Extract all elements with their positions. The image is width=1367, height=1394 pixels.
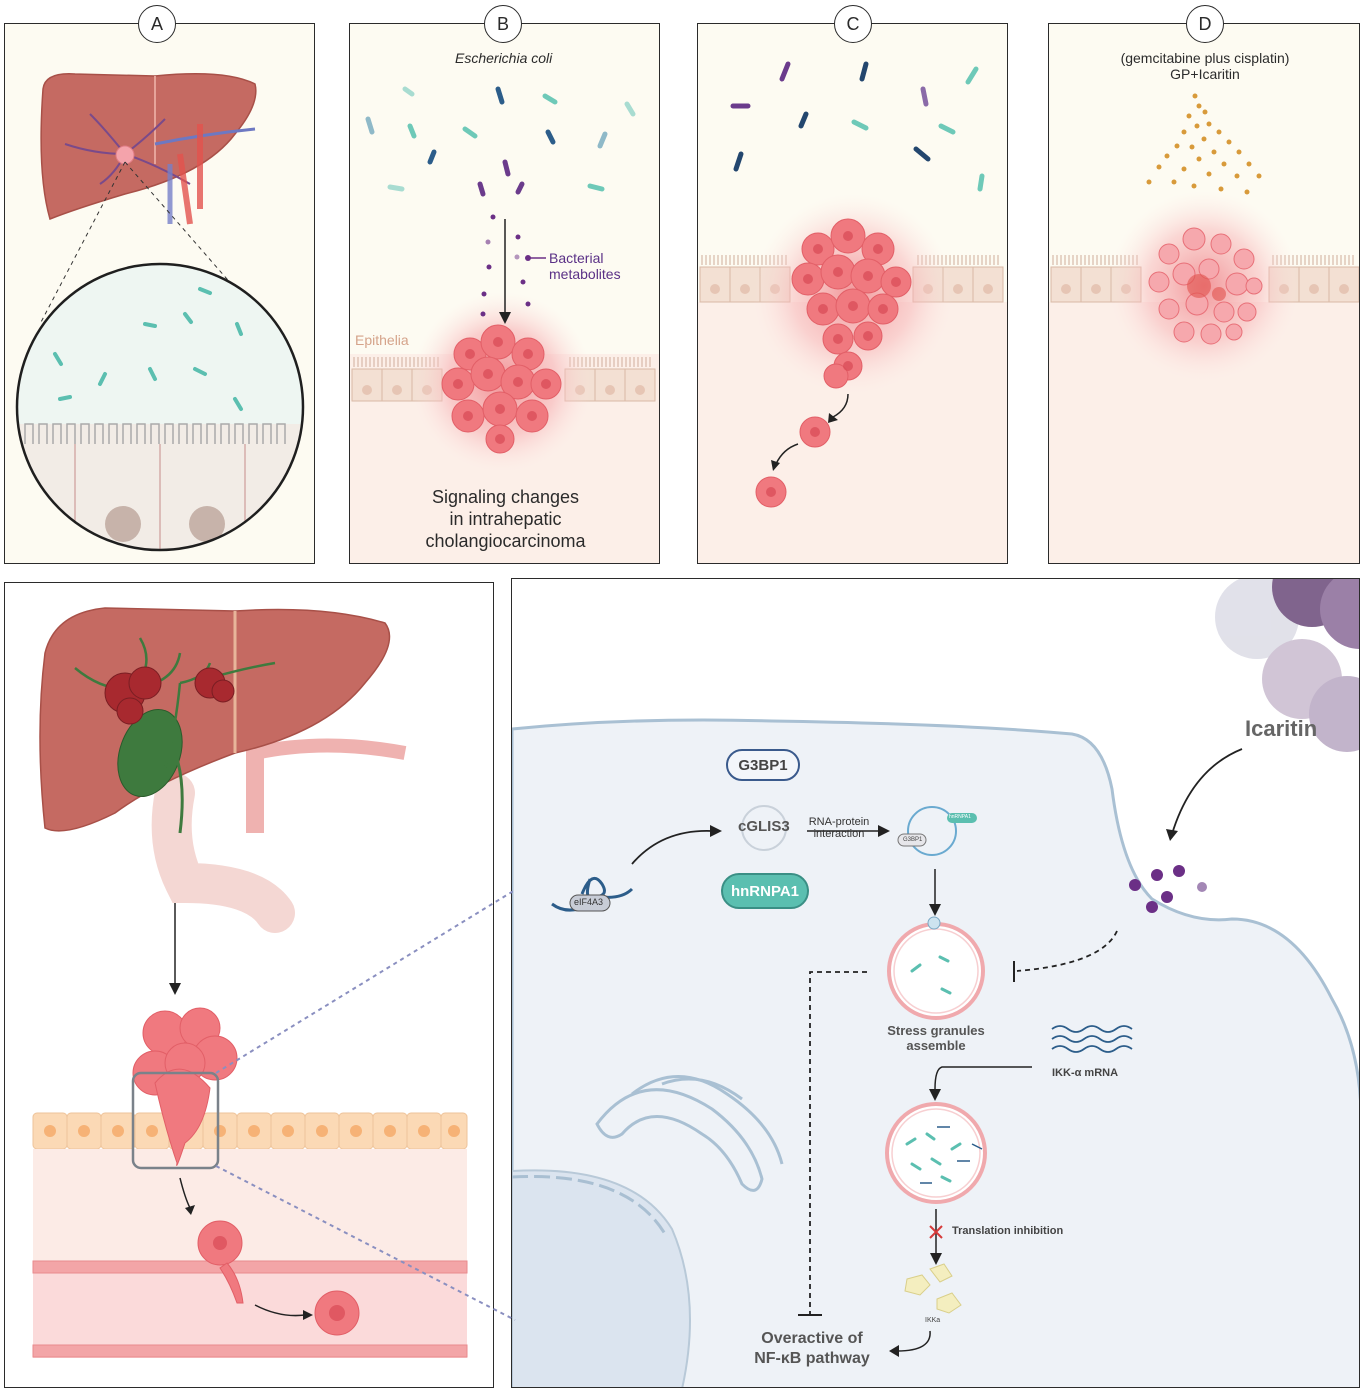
stress-granule — [887, 922, 985, 1020]
metabolites-label: Bacterial metabolites — [549, 250, 621, 282]
panel-liver-metastasis — [4, 582, 494, 1388]
metabolites-line-1: Bacterial — [549, 250, 604, 266]
cglis3-label: cGLIS3 — [738, 818, 790, 835]
ikka-protein-icon — [904, 1263, 962, 1314]
icaritin-label: Icaritin — [1245, 716, 1318, 741]
ikka-label: IKKa — [925, 1317, 941, 1324]
eif4a3-label: eIF4A3 — [574, 897, 604, 907]
nfkb-line-1: Overactive of — [761, 1330, 863, 1347]
liver-icon — [39, 607, 391, 832]
mechanism-illustration — [512, 579, 1359, 1387]
rna-protein-label: RNA-protein interaction — [804, 816, 874, 840]
g3bp1-small-label: G3BP1 — [903, 837, 923, 843]
caption-line-2: in intrahepatic — [449, 509, 562, 529]
panel-mechanism: Icaritin G3BP1 cGLIS3 RNA-protein intera… — [511, 578, 1360, 1388]
panel-c-illustration — [698, 61, 1007, 563]
panel-a-illustration — [15, 73, 305, 552]
panel-c-badge: C — [834, 5, 872, 43]
panel-b-badge: B — [484, 5, 522, 43]
panel-d-illustration — [1049, 93, 1359, 563]
panel-d-badge: D — [1186, 5, 1224, 43]
panel-a-badge: A — [138, 5, 176, 43]
drug-label: (gemcitabine plus cisplatin) GP+Icaritin — [1049, 50, 1359, 82]
nfkb-label: Overactive of NF-κB pathway — [740, 1329, 884, 1369]
zoom-box — [131, 1071, 220, 1170]
stress-granules-line-1: Stress granules — [887, 1023, 985, 1038]
rna-protein-line-1: RNA-protein — [808, 816, 870, 828]
stress-granules-line-2: assemble — [906, 1038, 966, 1053]
nfkb-line-2: NF-κB pathway — [754, 1350, 870, 1367]
ikk-mrna-label: IKK-α mRNA — [1052, 1067, 1119, 1079]
drug-line-2: GP+Icaritin — [1170, 66, 1240, 82]
liver-metastasis-illustration — [32, 607, 468, 1358]
metabolites-line-2: metabolites — [549, 266, 621, 282]
g3bp1-badge: G3BP1 — [726, 749, 800, 781]
liver-icon — [40, 73, 257, 221]
stress-granules-label: Stress granules assemble — [876, 1023, 996, 1053]
icaritin-vesicles — [1215, 579, 1359, 752]
panel-b: Escherichia coli Bacterial metabolites E… — [349, 23, 660, 564]
hnrnpa1-badge: hnRNPA1 — [721, 873, 809, 909]
organism-label: Escherichia coli — [455, 50, 553, 66]
tumor-spot — [115, 145, 135, 165]
translation-inhibition-label: Translation inhibition — [952, 1225, 1064, 1237]
panel-b-illustration — [350, 86, 659, 563]
nucleus-icon — [512, 1169, 691, 1387]
panel-d: (gemcitabine plus cisplatin) GP+Icaritin — [1048, 23, 1360, 564]
panel-c — [697, 23, 1008, 564]
hnrnpa1-small-label: hnRNPA1 — [949, 814, 971, 820]
epithelia-label: Epithelia — [355, 332, 409, 348]
panel-b-caption: Signaling changes in intrahepatic cholan… — [350, 486, 659, 552]
caption-line-1: Signaling changes — [431, 487, 580, 507]
panel-a — [4, 23, 315, 564]
er-icon — [595, 1075, 784, 1192]
caption-line-3: cholangiocarcinoma — [425, 531, 586, 551]
rna-protein-line-2: interaction — [813, 828, 865, 840]
drug-line-1: (gemcitabine plus cisplatin) — [1120, 50, 1290, 66]
